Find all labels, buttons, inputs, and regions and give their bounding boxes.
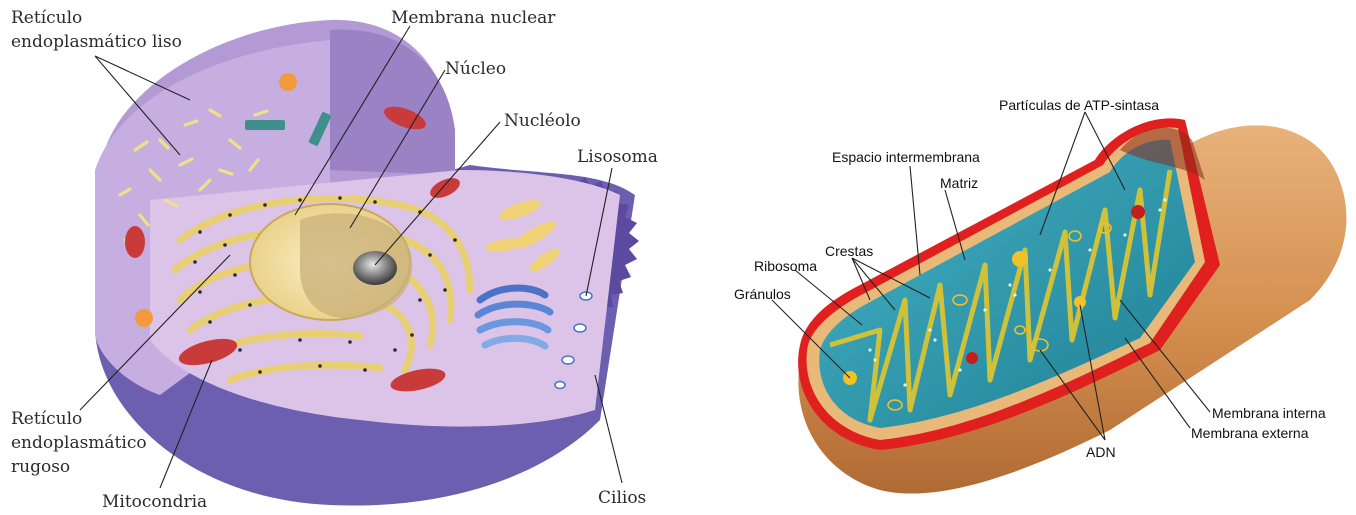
vesicle-orange-left	[135, 309, 153, 327]
label-membrana-interna: Membrana interna	[1212, 405, 1326, 421]
nucleolus	[353, 251, 397, 285]
label-matriz: Matriz	[940, 175, 978, 191]
label-reticulo-rugoso-1: Retículo	[11, 409, 82, 429]
label-ribosoma: Ribosoma	[754, 258, 817, 274]
label-particulas-atp: Partículas de ATP-sintasa	[999, 97, 1159, 113]
label-adn: ADN	[1086, 444, 1116, 460]
label-espacio-intermembrana: Espacio intermembrana	[832, 149, 980, 165]
label-reticulo-liso-2: endoplasmático liso	[11, 32, 182, 52]
label-reticulo-rugoso-3: rugoso	[11, 457, 70, 477]
label-cilios: Cilios	[598, 488, 646, 508]
label-crestas: Crestas	[825, 243, 873, 259]
label-reticulo-liso-1: Retículo	[11, 8, 82, 28]
label-nucleo: Núcleo	[445, 59, 506, 79]
label-reticulo-rugoso-2: endoplasmático	[11, 433, 147, 453]
vesicle-orange-top	[279, 73, 297, 91]
label-lisosoma: Lisosoma	[577, 147, 658, 167]
animal-cell-illustration	[95, 20, 639, 506]
label-membrana-externa: Membrana externa	[1191, 425, 1309, 441]
label-nucleolo: Nucléolo	[504, 111, 581, 131]
label-mitocondria: Mitocondria	[102, 492, 207, 512]
label-granulos: Gránulos	[734, 286, 791, 302]
label-membrana-nuclear: Membrana nuclear	[391, 8, 556, 28]
cell-back-wall	[330, 29, 455, 175]
